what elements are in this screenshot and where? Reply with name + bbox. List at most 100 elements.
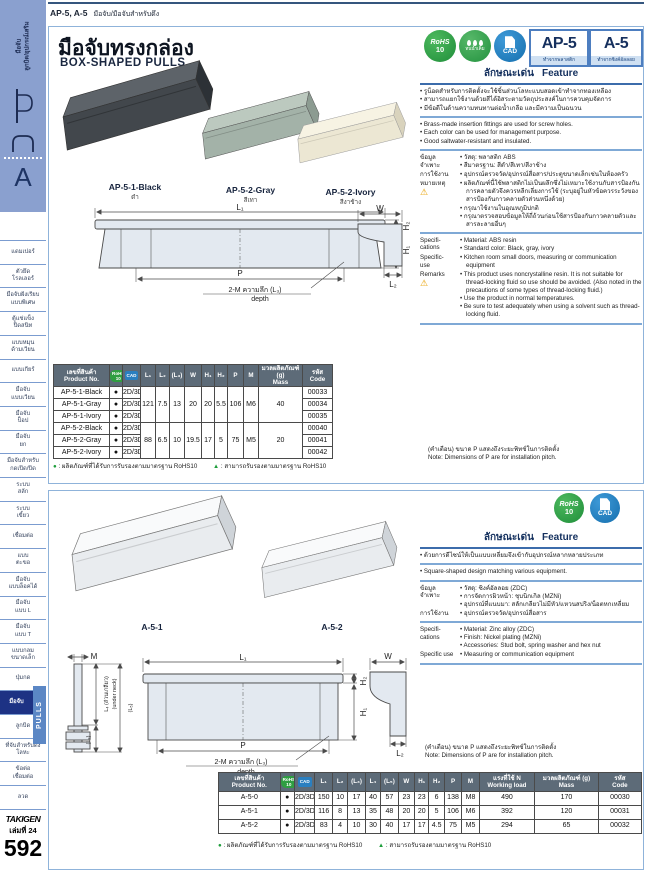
sidebar-category-block (0, 0, 46, 212)
sidebar-item: ข้อต่อเชื่อมต่อ (0, 762, 46, 787)
dim-cell: 10 (347, 819, 366, 834)
feature-divider (420, 231, 642, 234)
product-no-cell: A-5-0 (218, 791, 281, 806)
cad-cell: 2D/3D (293, 819, 316, 834)
sidebar-divider (4, 157, 42, 159)
sidebar-item: แดมเปอร์ (0, 240, 46, 265)
feature-row-text: • This product uses noncrystalline resin… (460, 270, 642, 319)
rohs-dot: ● (109, 434, 123, 448)
table-row: AP-5-1-Gray●2D/3D00034 (53, 398, 333, 412)
product-name: AP-5-2-Ivory (325, 187, 376, 197)
dim-cell: M6 (243, 386, 259, 424)
takigen-logo: TAKIGEN (5, 814, 41, 824)
legend-triangle-icon: ▲ (378, 842, 385, 849)
product-name: AP-5-1-Black (108, 182, 162, 192)
product-no-cell: AP-5-1-Black (53, 386, 110, 400)
cad-cell: 2D/3D (122, 446, 141, 460)
feature-row: การใช้งาน• อุปกรณ์ตรวจวัด/อุปกรณ์สื่อสาร… (420, 171, 642, 179)
dim-header: P (227, 363, 244, 388)
sidebar-section-letter: A (14, 162, 32, 192)
sidebar-item: มือจับฝังเรียบแบบพิเศษ (0, 288, 46, 313)
product-name: A-5-1 (141, 622, 163, 632)
cad-badge-text: CAD (502, 48, 518, 56)
dim-header: L₁ (140, 363, 156, 388)
code-cell: 00034 (302, 398, 333, 412)
product-no-cell: AP-5-1-Ivory (53, 410, 110, 424)
sidebar-item: มือจับยก (0, 430, 46, 455)
dim-cell: 19.5 (184, 422, 202, 460)
dim-cell: M5 (461, 819, 480, 834)
dim-cell: 5 (214, 422, 228, 460)
code-header: รหัส Code (597, 772, 643, 792)
sidebar-menu: แดมเปอร์ตัวยึดโรลเลอร์มือจับฝังเรียบแบบพ… (0, 240, 46, 810)
sidebar-item: มือจับแบบเวียน (0, 383, 46, 407)
page-title-en: BOX-SHAPED PULLS (60, 57, 186, 69)
product-no-header: เลขที่สินค้า Product No. (53, 363, 110, 388)
cad-cell: 2D/3D (122, 386, 141, 400)
table-row: AP-5-1-Black●2D/3D1217.51320205.5106M640… (53, 386, 333, 424)
product-no-header: เลขที่สินค้า Product No. (218, 772, 281, 792)
dim-cell: 75 (227, 422, 244, 460)
product-no-cell: A-5-2 (218, 819, 281, 834)
legend-triangle-text: : สามารถรับรองตามมาตรฐาน RoHS10 (219, 463, 327, 470)
product-name: A-5-2 (321, 622, 343, 632)
pitch-note-1: (คำเตือน) ขนาด P แสดงถึงระยะพิทช์ในการติ… (428, 446, 642, 463)
code-cell: 00033 (302, 386, 333, 400)
ap5-series-badge: AP-5 ทำจากพลาสติก (529, 29, 589, 67)
dim-cell: 40 (380, 819, 399, 834)
header-description: มือจับ/มือจับสำหรับดึง (93, 11, 160, 18)
product-label: A-5-2 (272, 622, 392, 632)
rohs-dot: ● (279, 819, 295, 834)
feature-row-text: • Material: ABS resin• Standard color: B… (460, 236, 555, 252)
feature-row-text: • วัสดุ: ซิงค์อัลลอย (ZDC)• การจัดการผิว… (460, 584, 630, 608)
svg-text:L₄ (ส่วนเกลียว): L₄ (ส่วนเกลียว) (103, 676, 110, 712)
product-no-cell: AP-5-2-Black (53, 422, 110, 436)
product-image-ap52-gray (202, 90, 320, 160)
svg-text:(L₃): (L₃) (86, 735, 92, 744)
product-image-ap51-black (62, 59, 214, 151)
feature-row-label: Specific- use (420, 253, 444, 269)
product-image-a51 (71, 494, 237, 592)
product-label: AP-5-2-Ivory สีงาช้าง (293, 187, 408, 207)
dim-cell: 35 (364, 805, 382, 820)
dim-cell: 20 (201, 386, 215, 424)
svg-text:H₁: H₁ (402, 245, 410, 254)
dim-cell: 57 (380, 791, 399, 806)
feature-row-label: ข้อมูล จำเพาะ (420, 154, 441, 169)
code-cell: 00042 (302, 446, 333, 460)
legend-triangle-text: : สามารถรับรองตามมาตรฐาน RoHS10 (384, 842, 492, 849)
dim-cell: 13 (347, 805, 366, 820)
dim-header: L₂ (155, 363, 170, 388)
svg-text:H₁: H₁ (359, 707, 368, 716)
feature-row: Specifi- cations• Material: Zinc alloy (… (420, 626, 642, 650)
product-image-a52 (261, 520, 398, 598)
document-icon (505, 36, 515, 49)
legend-dot-icon: ● (218, 842, 222, 849)
rohs-dot: ● (279, 805, 295, 820)
document-icon (600, 498, 610, 511)
dim-cell: 121 (140, 386, 156, 424)
sidebar-item: เชื่อมต่อ (0, 525, 46, 550)
dim-header: W (397, 772, 416, 792)
mass-header: มวลผลิตภัณฑ์ (g) Mass (534, 772, 599, 792)
dim-cell: 75 (443, 819, 463, 834)
dim-cell: M8 (461, 791, 480, 806)
sidebar-item: มือจับแบบ T (0, 620, 46, 644)
svg-text:(under neck): (under neck) (112, 678, 118, 709)
dim-cell: 17 (347, 791, 366, 806)
rohs-column-icon: RoHS 10 (110, 369, 122, 382)
mass-cell: 170 (534, 791, 599, 806)
svg-text:(L₅): (L₅) (128, 703, 134, 712)
dim-header: (L₃) (347, 772, 366, 792)
dim-cell: 83 (314, 819, 333, 834)
cad-column-icon: CAD (297, 777, 312, 787)
feature-bullets: • Square-shaped design matching various … (420, 568, 567, 576)
product-no-cell: AP-5-1-Gray (53, 398, 110, 412)
cad-cell: 2D/3D (122, 434, 141, 448)
dim-cell: 40 (364, 791, 382, 806)
